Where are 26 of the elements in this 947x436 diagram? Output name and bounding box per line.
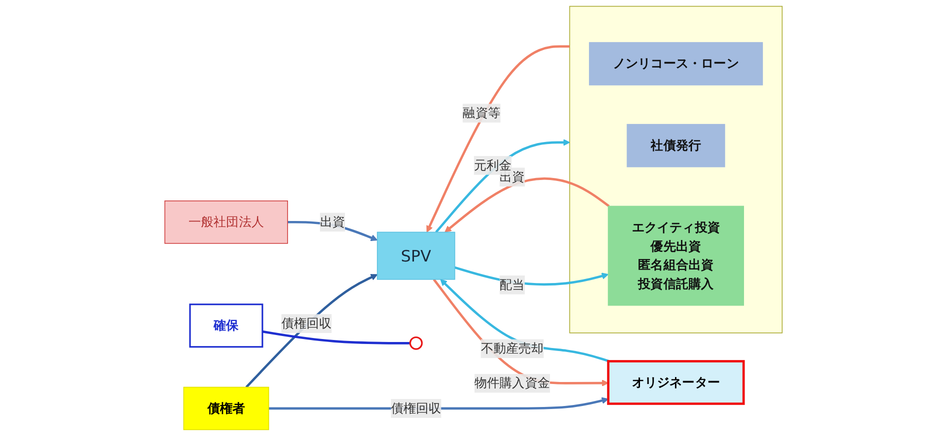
- arrow: [435, 138, 570, 233]
- edge-label: 債権回収: [281, 316, 332, 331]
- connector: [262, 330, 410, 344]
- node-box: 社債発行: [626, 124, 726, 168]
- node-circle: [409, 336, 423, 350]
- edge-label: 債権回収: [390, 400, 442, 416]
- node-box: オリジネーター: [607, 360, 745, 405]
- node-box: エクイティ投資 優先出資 匿名組合出資 投資信託購入: [608, 206, 744, 306]
- arrow: [444, 178, 610, 232]
- edge-label: 配当: [500, 277, 525, 292]
- edge-label: 出資: [320, 214, 346, 230]
- arrow: [245, 274, 378, 388]
- node-box: 債権者: [183, 386, 270, 430]
- node-box: 確保: [189, 304, 264, 348]
- edge-label: 元利金: [474, 158, 512, 172]
- node-box: 一般社団法人: [164, 200, 288, 244]
- cluster: [569, 6, 783, 334]
- edge-label: 出資: [500, 169, 525, 184]
- edge-label: 物件購入資金: [474, 375, 550, 390]
- node-box: ノンリコース・ローン: [588, 42, 763, 86]
- arrow: [432, 278, 609, 386]
- arrow: [440, 279, 610, 362]
- arrow: [426, 45, 570, 232]
- edge-label: 融資等: [462, 105, 500, 120]
- edge-label: 不動産売却: [480, 340, 544, 356]
- node-box: SPV: [376, 232, 456, 280]
